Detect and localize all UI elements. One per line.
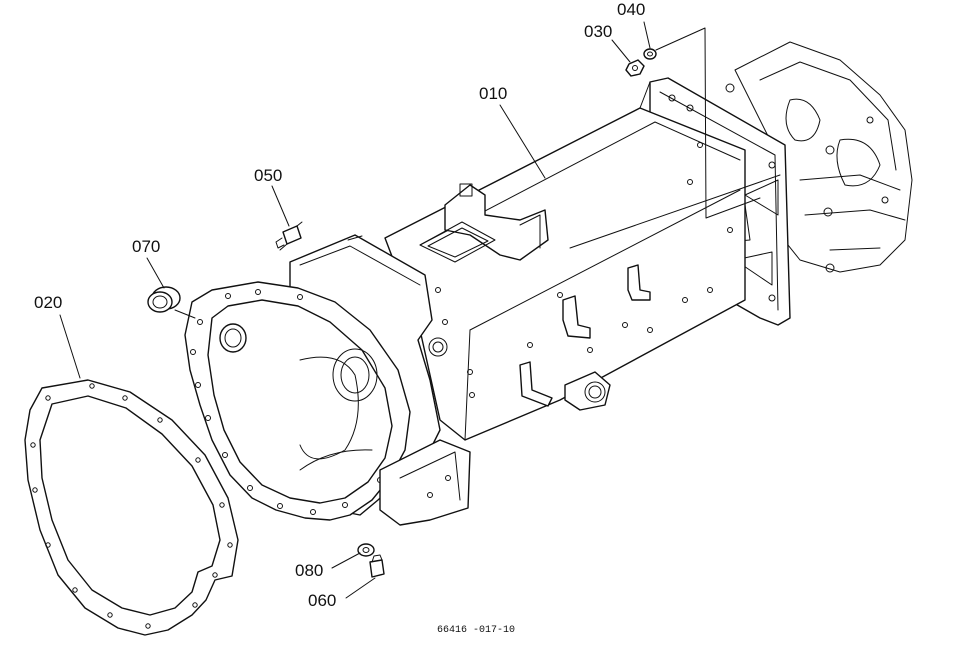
drawing-code: 66416 -017-10: [437, 625, 515, 636]
callout-040: 040: [617, 0, 645, 19]
callout-010: 010: [479, 84, 507, 103]
callout-060: 060: [308, 591, 336, 610]
stud-reference-line: [655, 27, 761, 219]
plug-070: [147, 286, 181, 313]
leader-lines: [59, 21, 651, 599]
clutch-housing-body: [384, 81, 746, 441]
gasket-020: [24, 379, 239, 636]
callout-030: 030: [584, 22, 612, 41]
bell-housing: [184, 234, 471, 526]
bolt-060: [369, 554, 385, 578]
nut-030: [625, 59, 645, 77]
callout-020: 020: [34, 293, 62, 312]
stud-reference-line-lower: [569, 174, 781, 249]
callout-050: 050: [254, 166, 282, 185]
washer-080: [357, 543, 375, 557]
callout-080: 080: [295, 561, 323, 580]
bolt-050: [275, 221, 303, 251]
callout-070: 070: [132, 237, 160, 256]
washer-040: [643, 48, 657, 60]
